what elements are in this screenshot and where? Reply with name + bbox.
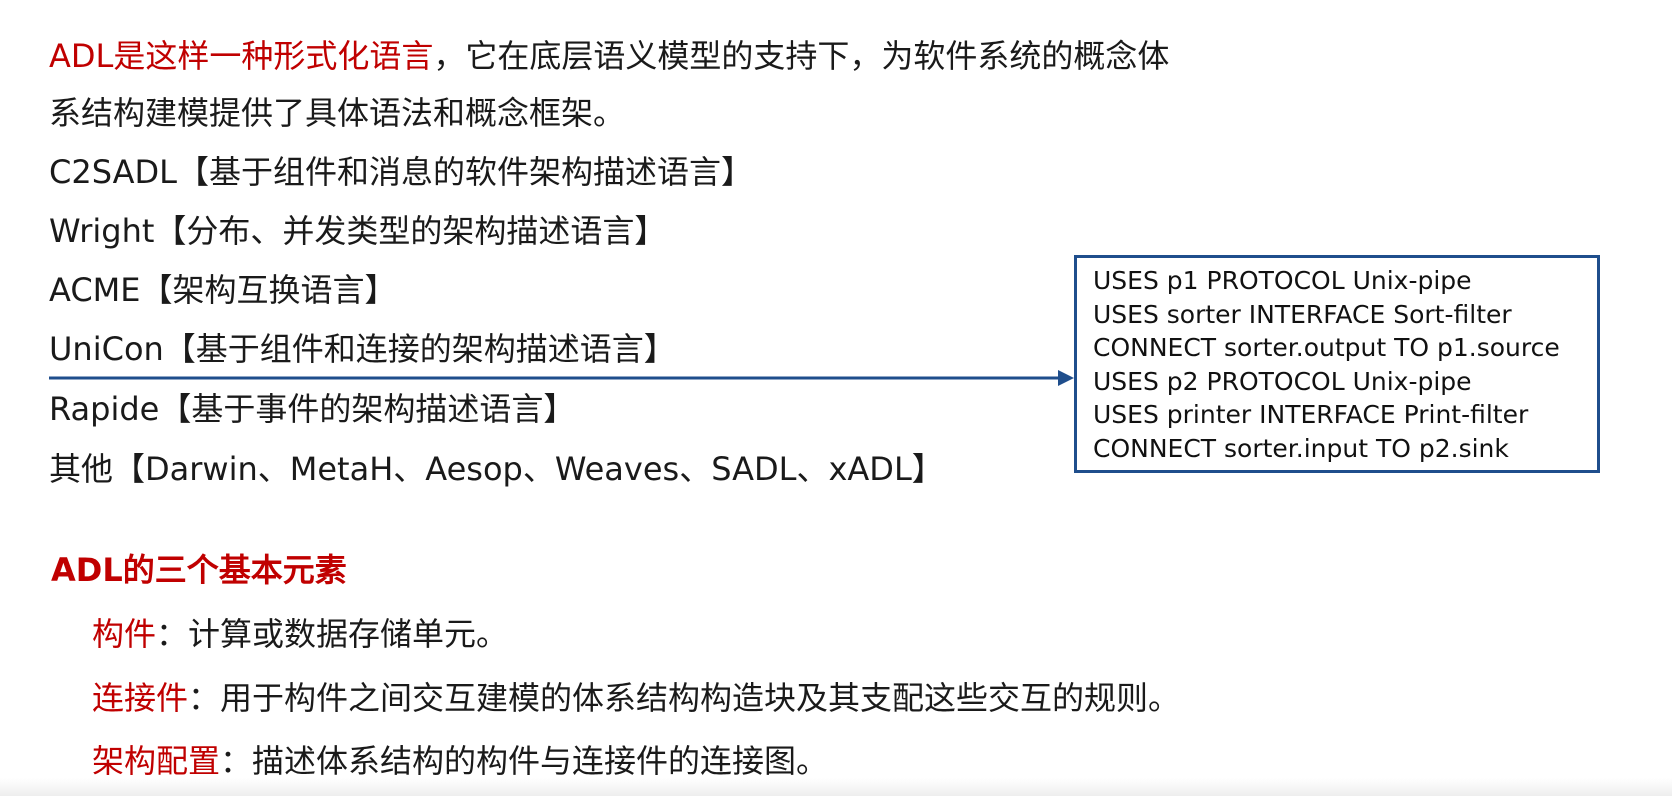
element-item-connector: 连接件：用于构件之间交互建模的体系结构构造块及其支配这些交互的规则。 — [92, 678, 1180, 718]
element-item-configuration: 架构配置：描述体系结构的构件与连接件的连接图。 — [92, 741, 828, 781]
language-unicon: UniCon【基于组件和连接的架构描述语言】 — [49, 330, 676, 368]
unicon-code-box: USES p1 PROTOCOL Unix-pipe USES sorter I… — [1074, 255, 1600, 473]
elements-heading: ADL的三个基本元素 — [51, 551, 347, 589]
element-item-component: 构件：计算或数据存储单元。 — [92, 614, 508, 654]
intro-line-2: 系结构建模提供了具体语法和概念框架。 — [49, 94, 626, 132]
intro-line-1: ADL是这样一种形式化语言，它在底层语义模型的支持下，为软件系统的概念体 — [49, 36, 1169, 76]
intro-highlight: ADL是这样一种形式化语言 — [49, 37, 434, 75]
element-desc: ：计算或数据存储单元。 — [156, 615, 509, 653]
intro-rest: ，它在底层语义模型的支持下，为软件系统的概念体 — [433, 37, 1170, 75]
element-desc: ：描述体系结构的构件与连接件的连接图。 — [220, 742, 829, 780]
language-wright: Wright【分布、并发类型的架构描述语言】 — [49, 212, 667, 250]
code-line: USES p1 PROTOCOL Unix-pipe — [1093, 266, 1472, 295]
code-line: CONNECT sorter.input TO p2.sink — [1093, 433, 1509, 463]
element-term: 连接件 — [92, 679, 189, 717]
language-others: 其他【Darwin、MetaH、Aesop、Weaves、SADL、xADL】 — [49, 450, 944, 488]
code-line: USES sorter INTERFACE Sort-filter — [1093, 299, 1512, 329]
language-rapide: Rapide【基于事件的架构描述语言】 — [49, 390, 576, 428]
element-term: 构件 — [92, 615, 157, 653]
element-term: 架构配置 — [92, 742, 221, 780]
language-acme: ACME【架构互换语言】 — [49, 271, 397, 309]
code-line: USES p2 PROTOCOL Unix-pipe — [1093, 366, 1472, 396]
code-line: CONNECT sorter.output TO p1.source — [1093, 333, 1560, 362]
code-line: USES printer INTERFACE Print-filter — [1093, 400, 1529, 429]
bottom-edge — [0, 778, 1672, 796]
language-c2sadl: C2SADL【基于组件和消息的软件架构描述语言】 — [49, 153, 753, 191]
arrow-head-icon — [1058, 370, 1074, 386]
element-desc: ：用于构件之间交互建模的体系结构构造块及其支配这些交互的规则。 — [188, 679, 1181, 717]
